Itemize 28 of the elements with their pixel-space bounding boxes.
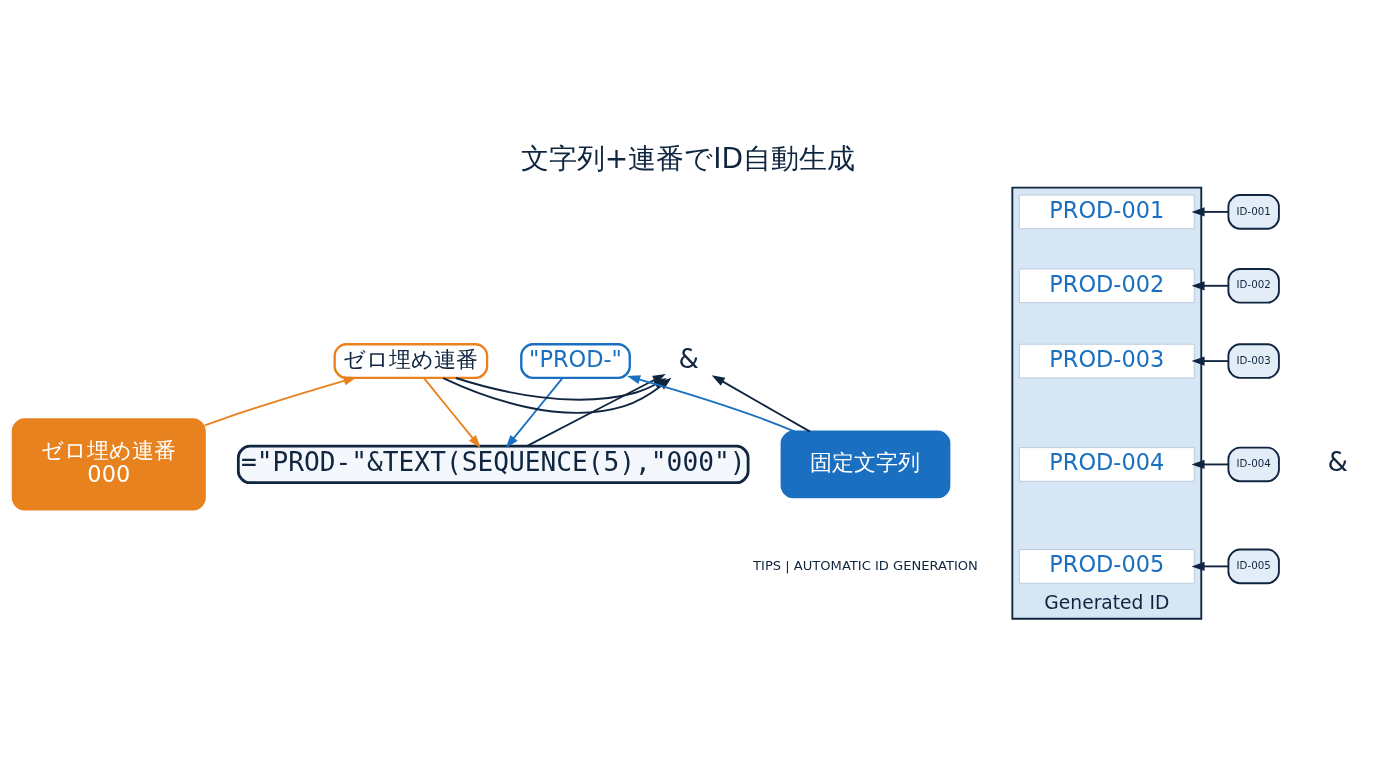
node-box: PROD-001 [1018,194,1195,230]
node-box: PROD-003 [1018,343,1195,379]
node-box: ID-002 [1227,268,1280,304]
caption: TIPS | AUTOMATIC ID GENERATION [753,557,978,573]
node-box: ="PROD-"&TEXT(SEQUENCE(5),"000") [236,444,750,485]
arrow [711,375,811,433]
node-box: ID-004 [1227,446,1280,483]
arrow [203,376,357,427]
arrow [1191,459,1230,470]
arrow [423,377,481,449]
arrow [1191,207,1230,217]
node-box: 固定文字列 [780,430,951,499]
node-box: PROD-002 [1018,268,1195,304]
node-box: ゼロ埋め連番 [333,343,489,380]
node-box: ID-003 [1227,343,1280,379]
arrow [1191,561,1230,571]
arrow [1191,281,1230,291]
node-text: & [678,343,699,374]
arrow [1191,356,1230,366]
node-box: ID-001 [1227,194,1280,230]
node-box: ID-005 [1227,548,1280,585]
node-box: ゼロ埋め連番 000 [11,418,206,511]
diagram-title: 文字列+連番でID自動生成 [520,141,856,175]
node-box: PROD-005 [1018,549,1195,584]
label: & [1327,446,1349,477]
node-box: "PROD-" [520,343,631,380]
node-box: PROD-004 [1018,447,1195,482]
arrow [505,377,564,449]
